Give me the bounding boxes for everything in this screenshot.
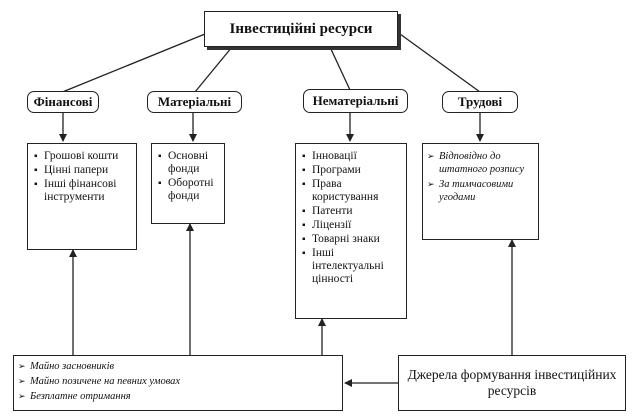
category-intangible: Нематеріальні [303,89,408,113]
list-item: Майно засновників [18,360,338,373]
list-item: Патенти [302,205,402,218]
list-item: Майно позичене на певних умовах [18,375,338,388]
list-item: Інновації [302,150,402,163]
list-item: Оборотні фонди [158,177,220,203]
category-material-label: Матеріальні [157,94,232,109]
detail-financial: Грошові кошти Цінні папери Інші фінансов… [27,143,137,250]
list-item: Програми [302,164,402,177]
detail-financial-list: Грошові кошти Цінні папери Інші фінансов… [28,144,136,209]
list-item: Цінні папери [34,164,132,177]
detail-labor: Відповідно до штатного розпису За тимчас… [422,143,539,240]
category-labor-label: Трудові [457,94,503,109]
category-labor: Трудові [442,91,518,113]
sources-list: Майно засновників Майно позичене на певн… [14,356,342,409]
detail-labor-list: Відповідно до штатного розпису За тимчас… [423,144,538,210]
root-box: Інвестиційні ресурси [204,11,398,47]
list-item: Відповідно до штатного розпису [427,150,534,176]
list-item: Інші інтелектуальні цінності [302,247,402,286]
line-root-material [194,46,233,93]
detail-intangible-list: Інновації Програми Права користування Па… [296,144,406,291]
detail-material-list: Основні фонди Оборотні фонди [152,144,224,208]
detail-material: Основні фонди Оборотні фонди [151,143,225,224]
list-item: Ліцензії [302,219,402,232]
line-root-intangible [329,46,351,91]
category-material: Матеріальні [147,91,242,113]
list-item: Товарні знаки [302,233,402,246]
root-label: Інвестиційні ресурси [229,20,373,37]
detail-intangible: Інновації Програми Права користування Па… [295,143,407,319]
sources-list-box: Майно засновників Майно позичене на певн… [13,355,343,411]
list-item: Основні фонди [158,150,220,176]
category-intangible-label: Нематеріальні [312,93,399,108]
list-item: Інші фінансові інструменти [34,178,132,204]
category-financial: Фінансові [27,91,99,113]
line-root-labor [399,33,481,93]
line-root-financial [59,33,206,94]
sources-label: Джерела формування інвестиційних ресурсі… [407,367,617,398]
list-item: За тимчасовими угодами [427,178,534,204]
list-item: Безплатне отримання [18,390,338,403]
list-item: Права користування [302,178,402,204]
list-item: Грошові кошти [34,150,132,163]
sources-box: Джерела формування інвестиційних ресурсі… [398,355,626,411]
category-financial-label: Фінансові [33,94,93,109]
